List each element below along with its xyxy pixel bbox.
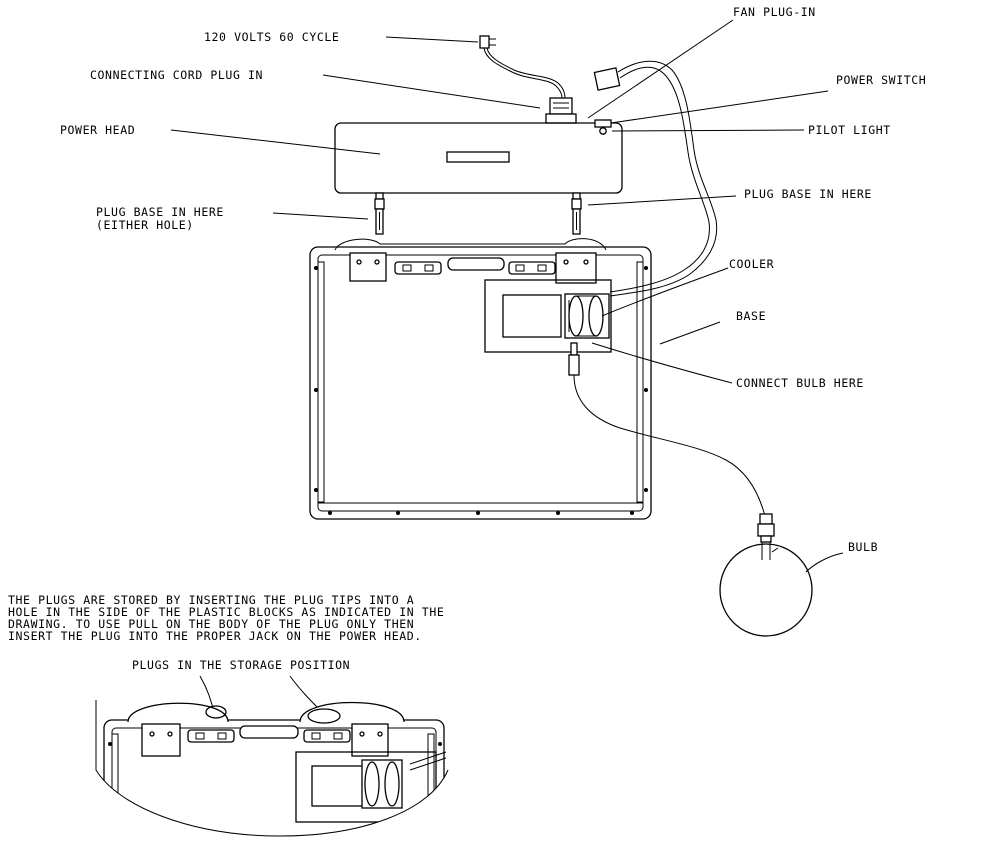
label-storage-position: PLUGS IN THE STORAGE POSITION <box>132 658 350 672</box>
label-base: BASE <box>736 309 766 323</box>
label-power-head: POWER HEAD <box>60 123 135 137</box>
fan-plug <box>593 60 718 297</box>
storage-note: THE PLUGS ARE STORED BY INSERTING THE PL… <box>8 593 444 643</box>
connecting-cord-plug <box>545 97 577 124</box>
bulb-cord <box>568 342 767 521</box>
power-head <box>334 119 623 194</box>
storage-detail-inset <box>95 700 449 837</box>
note-line-3: DRAWING. TO USE PULL ON THE BODY OF THE … <box>8 617 414 631</box>
label-power-switch: POWER SWITCH <box>836 73 926 87</box>
label-either-hole: (EITHER HOLE) <box>96 218 194 232</box>
power-plug <box>479 35 566 101</box>
note-line-2: HOLE IN THE SIDE OF THE PLASTIC BLOCKS A… <box>8 605 444 619</box>
plug-base-right <box>571 192 582 235</box>
base-unit <box>309 238 652 520</box>
label-fan-plug-in: FAN PLUG-IN <box>733 5 816 19</box>
label-cooler: COOLER <box>729 257 774 271</box>
plug-base-left <box>374 192 385 235</box>
label-plug-base-right: PLUG BASE IN HERE <box>744 187 872 201</box>
label-bulb: BULB <box>848 540 878 554</box>
note-line-4: INSERT THE PLUG INTO THE PROPER JACK ON … <box>8 629 422 643</box>
label-pilot-light: PILOT LIGHT <box>808 123 891 137</box>
note-line-1: THE PLUGS ARE STORED BY INSERTING THE PL… <box>8 593 414 607</box>
label-120-volts: 120 VOLTS 60 CYCLE <box>204 30 339 44</box>
label-connect-bulb: CONNECT BULB HERE <box>736 376 864 390</box>
bulb <box>719 513 813 637</box>
label-plug-base-left: PLUG BASE IN HERE <box>96 205 224 219</box>
label-connecting-cord: CONNECTING CORD PLUG IN <box>90 68 263 82</box>
